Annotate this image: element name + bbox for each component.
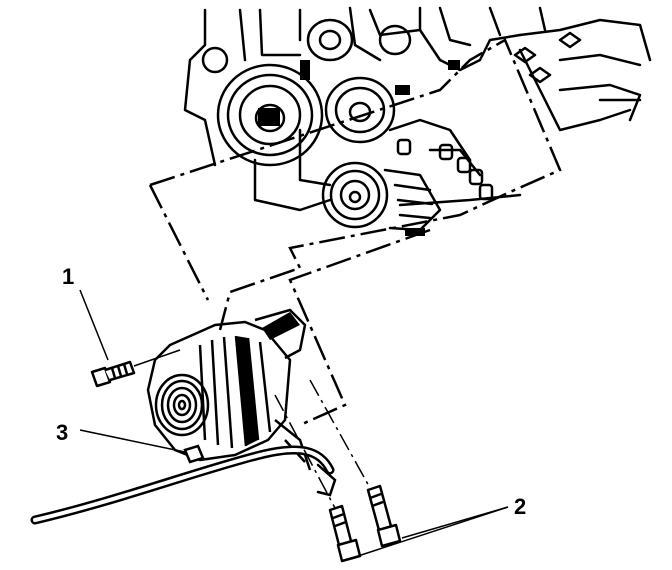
bolt-1-axis-line [133,349,181,367]
leader-3 [79,429,186,453]
engine-assembly [183,6,652,232]
wiring-harness [30,445,337,525]
leader-2b [351,506,509,559]
callout-2: 2 [514,494,526,519]
engine-shading [258,60,460,236]
bolt-2-right [366,484,402,548]
bolt-2-left [328,504,362,563]
bolt-1 [90,360,136,388]
leader-1 [79,289,109,361]
bolt-3 [183,444,205,464]
bolt-2-axis-lines [274,379,371,509]
callout-3: 3 [56,420,68,445]
callout-1: 1 [62,264,74,289]
locator-outline [148,38,562,427]
callout-leaders [79,289,509,559]
